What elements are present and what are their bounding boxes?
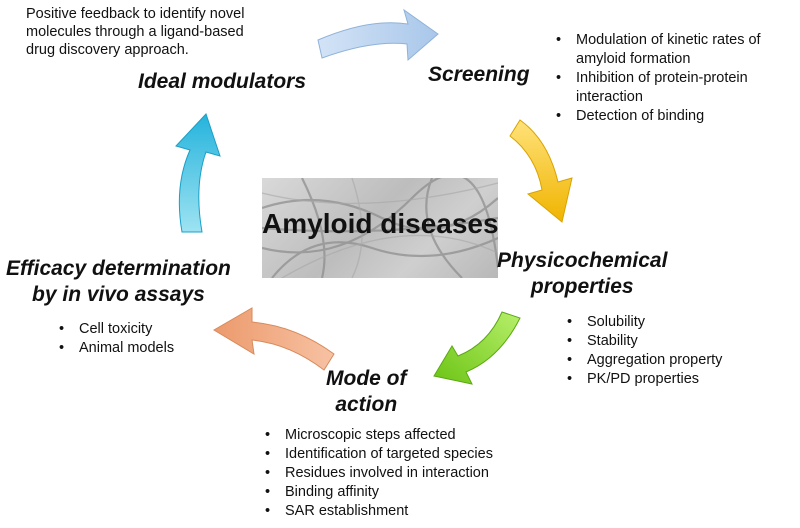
arrow-to-screening <box>317 8 439 62</box>
stage-mode-of-action: Mode of action <box>326 366 406 418</box>
arrow-to-ideal-modulators <box>175 113 221 233</box>
list-item: Modulation of kinetic rates of <box>549 31 761 50</box>
stage-label-line: action <box>335 393 398 416</box>
stage-screening: Screening <box>428 63 530 86</box>
list-item-continuation: interaction <box>576 89 643 105</box>
note-line: Positive feedback to identify novel <box>26 6 245 22</box>
stage-label-line: Mode of <box>326 367 407 390</box>
list-item-continuation: amyloid formation <box>576 51 691 67</box>
list-item: Aggregation property <box>560 351 722 370</box>
list-item: Binding affinity <box>258 483 493 502</box>
note-line: drug discovery approach. <box>26 42 189 58</box>
stage-efficacy-determination: Efficacy determination by in vivo assays <box>6 256 231 308</box>
ideal-modulators-note: Positive feedback to identify novel mole… <box>26 5 244 59</box>
list-item: Stability <box>560 332 722 351</box>
list-item: Residues involved in interaction <box>258 464 493 483</box>
list-item: Detection of binding <box>549 107 761 126</box>
list-item: Identification of targeted species <box>258 445 493 464</box>
list-item: Animal models <box>52 339 174 358</box>
list-item: PK/PD properties <box>560 370 722 389</box>
arrow-to-physicochemical <box>509 119 573 223</box>
arrow-to-efficacy <box>213 307 335 371</box>
physicochemical-bullets: Solubility Stability Aggregation propert… <box>560 313 722 389</box>
efficacy-bullets: Cell toxicity Animal models <box>52 320 174 358</box>
arrow-to-mode-of-action <box>433 311 521 385</box>
stage-label-line: properties <box>530 275 634 298</box>
list-item: SAR establishment <box>258 502 493 521</box>
stage-label-line: Efficacy determination <box>6 257 231 280</box>
mode-of-action-bullets: Microscopic steps affected Identificatio… <box>258 426 493 521</box>
list-item: Cell toxicity <box>52 320 174 339</box>
list-item: Inhibition of protein-protein <box>549 69 761 88</box>
center-title: Amyloid diseases <box>262 208 498 239</box>
screening-bullets: Modulation of kinetic rates of amyloid f… <box>549 31 761 126</box>
stage-label-line: Physicochemical <box>497 249 668 272</box>
note-line: molecules through a ligand-based <box>26 24 244 40</box>
stage-ideal-modulators: Ideal modulators <box>138 70 307 93</box>
fibril-texture <box>262 178 498 278</box>
list-item: Microscopic steps affected <box>258 426 493 445</box>
stage-label-line: by in vivo assays <box>32 283 205 306</box>
stage-physicochemical-properties: Physicochemical properties <box>497 248 667 300</box>
amyloid-micrograph: Amyloid diseases <box>262 178 498 278</box>
list-item: Solubility <box>560 313 722 332</box>
